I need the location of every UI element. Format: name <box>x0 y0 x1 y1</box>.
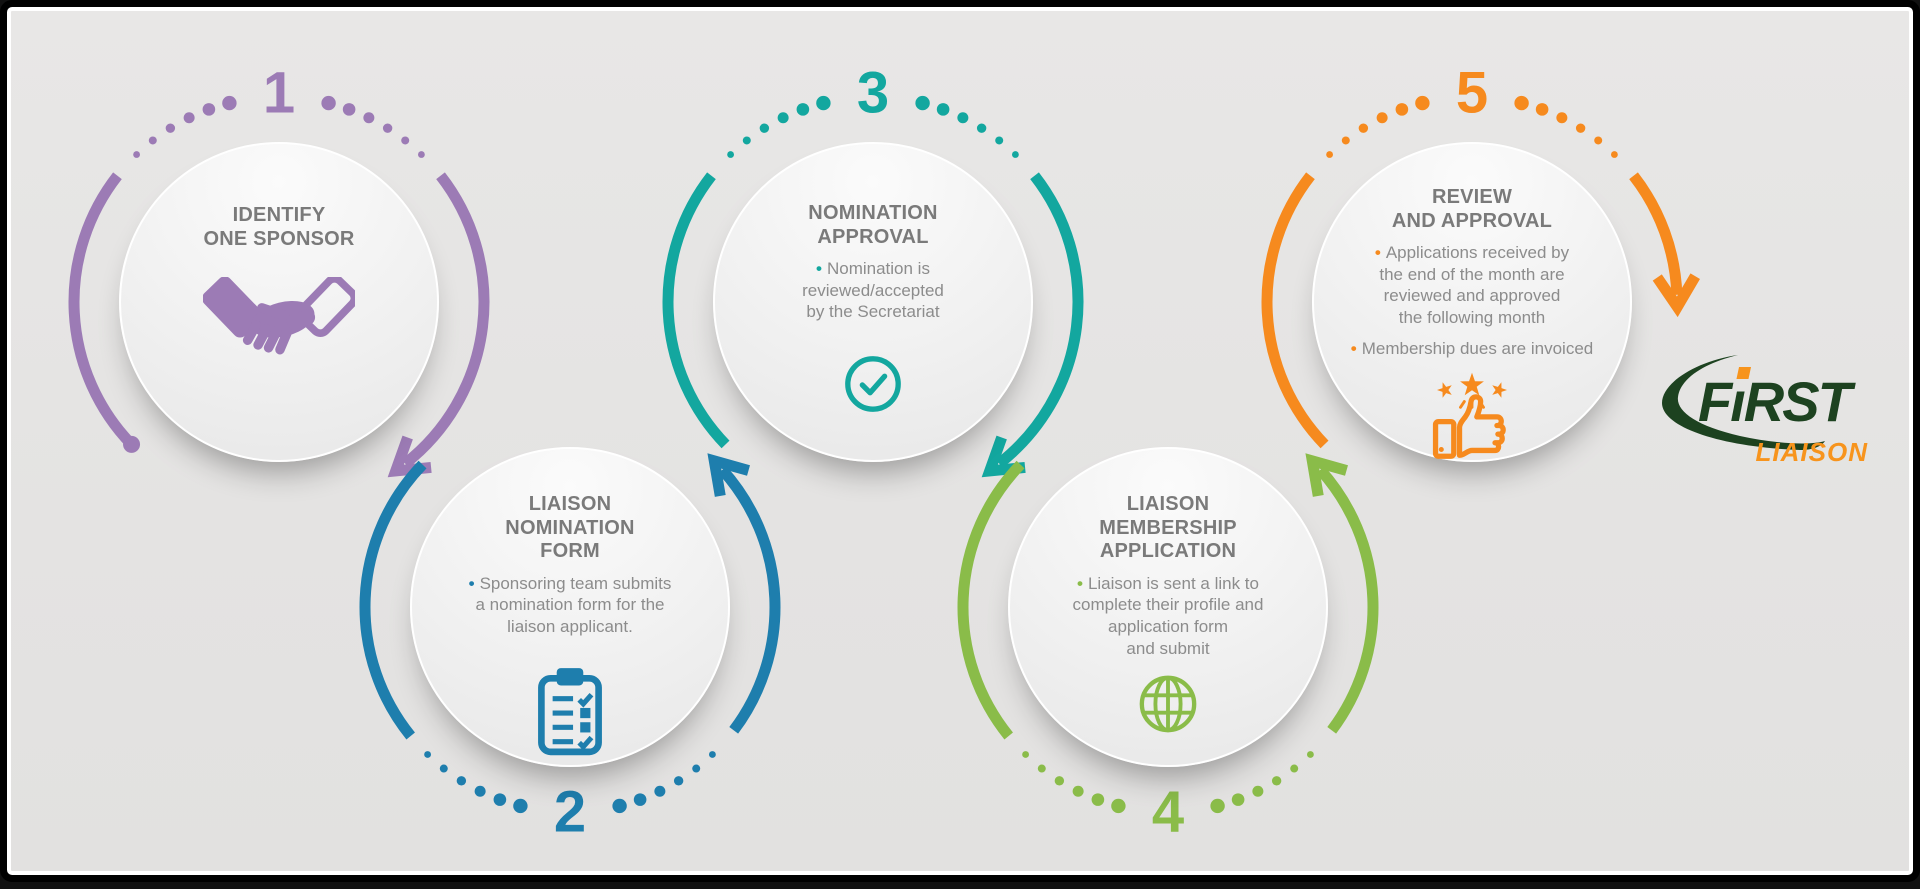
check-circle-icon <box>842 353 904 415</box>
step-4-title: LIAISON MEMBERSHIP APPLICATION <box>1099 493 1237 563</box>
bullet-item: •Applications received by the end of the… <box>1374 243 1570 327</box>
logo-subtitle: LIAISON <box>1756 437 1869 467</box>
step-2-title: LIAISON NOMINATION FORM <box>505 493 635 563</box>
bullet-item: •Nomination is reviewed/accepted by the … <box>802 259 944 322</box>
logo-i-dot <box>1736 367 1752 379</box>
step-number: 2 <box>554 780 586 845</box>
bullet-dot: • <box>816 259 822 279</box>
step-number: 3 <box>857 61 889 126</box>
step-2-ring: 2 <box>359 453 781 845</box>
bullet-dot: • <box>1076 573 1083 593</box>
bullet-dot: • <box>1350 338 1357 358</box>
bullet-dot: • <box>1374 243 1381 263</box>
step-number: 4 <box>1152 780 1184 845</box>
step-3-circle: NOMINATION APPROVAL •Nomination is revie… <box>713 142 1033 462</box>
step-4-ring: 4 <box>957 453 1379 845</box>
step-number: 1 <box>263 61 295 126</box>
clipboard-icon <box>534 664 606 758</box>
bullet-item: •Membership dues are invoiced <box>1350 338 1594 358</box>
logo-brand-text: FıRST <box>1698 370 1857 433</box>
step-1-circle: IDENTIFY ONE SPONSOR <box>119 142 439 462</box>
step-5-ring: 5 <box>1261 61 1700 449</box>
step-1-title: IDENTIFY ONE SPONSOR <box>203 204 355 250</box>
handshake-icon <box>202 275 359 373</box>
diagram-rings: 1 2 3 4 5 <box>68 61 1700 845</box>
step-4-circle: LIAISON MEMBERSHIP APPLICATION •Liaison … <box>1008 447 1328 767</box>
step-number: 5 <box>1456 61 1488 126</box>
logo-swoosh <box>1662 355 1825 450</box>
step-1-ring: 1 <box>68 61 490 478</box>
thumbs-up-stars-icon <box>1424 367 1520 461</box>
step-5-circle: REVIEW AND APPROVAL •Applications receiv… <box>1312 142 1632 462</box>
step-3-ring: 3 <box>662 61 1084 478</box>
bullet-item: •Sponsoring team submits a nomination fo… <box>468 573 672 636</box>
globe-icon <box>1137 673 1199 735</box>
first-liaison-logo: FıRST LIAISON <box>1652 353 1902 478</box>
bullet-item: •Liaison is sent a link to complete thei… <box>1072 573 1264 658</box>
step-5-title: REVIEW AND APPROVAL <box>1391 186 1553 232</box>
step-2-circle: LIAISON NOMINATION FORM •Sponsoring team… <box>410 447 730 767</box>
step-3-title: NOMINATION APPROVAL <box>808 202 938 248</box>
bullet-dot: • <box>468 573 475 593</box>
